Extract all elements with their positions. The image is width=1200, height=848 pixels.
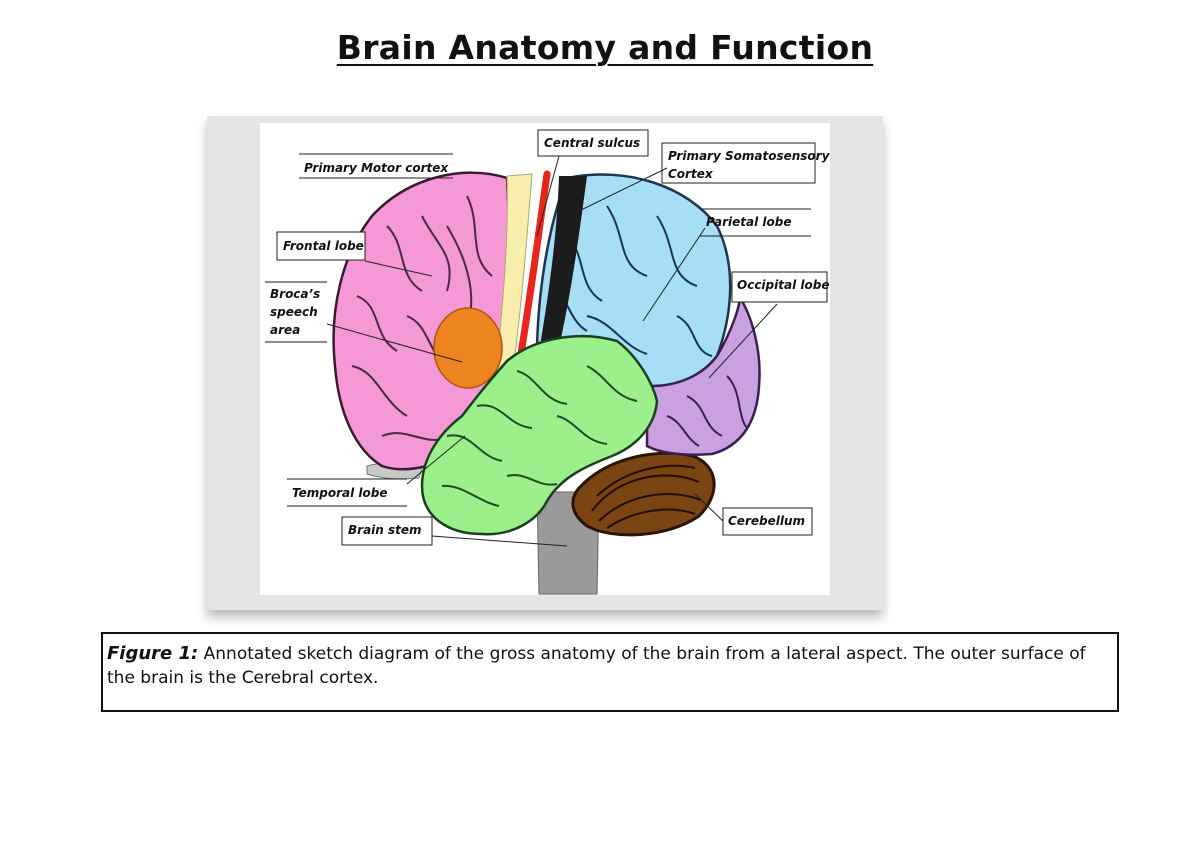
label-parietal: Parietal lobe <box>642 208 811 322</box>
cerebellum-region <box>571 451 716 537</box>
parietal-lobe-folds <box>551 205 713 357</box>
label-broca-line1: Broca’s <box>270 287 320 301</box>
figure-caption: Figure 1: Annotated sketch diagram of th… <box>101 632 1119 712</box>
label-broca: Broca’s speech area <box>265 281 463 363</box>
label-frontal-text: Frontal lobe <box>283 239 364 253</box>
cerebellum-folds <box>591 464 702 529</box>
label-cerebellum-text: Cerebellum <box>728 514 805 528</box>
label-temporal: Temporal lobe <box>287 435 466 507</box>
temporal-lobe-region <box>420 335 659 536</box>
somatosensory-strip <box>539 176 587 356</box>
page-title: Brain Anatomy and Function <box>336 28 874 67</box>
label-broca-line2: speech <box>270 305 318 319</box>
label-brain-stem: Brain stem <box>341 516 568 547</box>
label-frontal: Frontal lobe <box>276 231 433 277</box>
label-parietal-text: Parietal lobe <box>706 215 792 229</box>
occipital-lobe-folds <box>666 375 748 447</box>
temporal-lobe-folds <box>441 365 638 507</box>
label-somatosensory: Primary Somatosensory Cortex <box>578 142 831 212</box>
label-somatosensory-line1: Primary Somatosensory <box>668 149 831 163</box>
label-primary-motor-text: Primary Motor cortex <box>304 161 449 175</box>
label-central-sulcus: Central sulcus <box>536 129 649 237</box>
label-temporal-text: Temporal lobe <box>292 486 388 500</box>
broca-area-region <box>433 307 503 389</box>
label-occipital: Occipital lobe <box>708 271 829 379</box>
caption-text: Annotated sketch diagram of the gross an… <box>107 644 1086 688</box>
label-broca-line3: area <box>270 323 300 337</box>
label-somatosensory-line2: Cortex <box>668 167 714 181</box>
caption-lead: Figure 1: <box>107 643 199 664</box>
central-sulcus-line <box>515 170 551 370</box>
label-occipital-text: Occipital lobe <box>737 278 829 292</box>
label-central-sulcus-text: Central sulcus <box>544 136 640 150</box>
brain-diagram: Primary Motor cortex Central sulcus Prim… <box>265 129 831 595</box>
label-brain-stem-text: Brain stem <box>348 523 422 537</box>
label-primary-motor: Primary Motor cortex <box>299 153 453 179</box>
label-cerebellum: Cerebellum <box>694 493 813 536</box>
